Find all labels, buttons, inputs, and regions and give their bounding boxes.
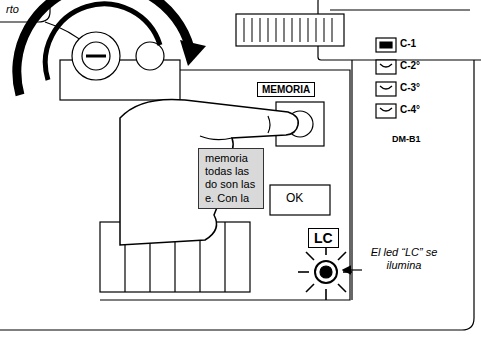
note-box: memoria todas las do son las e. Con la <box>198 148 264 209</box>
jumper-label: C-2° <box>400 60 420 72</box>
board-marking: OK <box>286 192 303 206</box>
box-text: MEMORIA <box>262 84 310 95</box>
panel-label-box: MEMORIA <box>257 82 315 97</box>
jumper-label: C-4° <box>400 104 420 116</box>
callout-note: El led “LC” se ilumina <box>366 246 442 271</box>
pointing-hand <box>120 99 298 245</box>
box-text: memoria todas las do son las e. Con la <box>205 152 257 205</box>
jumper-label: C-3° <box>400 82 420 94</box>
box-text: LC <box>314 230 333 246</box>
cut-callout-text: rto <box>6 3 19 16</box>
led-label-box: LC <box>308 228 339 248</box>
board-model: DM-B1 <box>392 134 421 144</box>
jumper-label: C-1 <box>400 38 416 50</box>
